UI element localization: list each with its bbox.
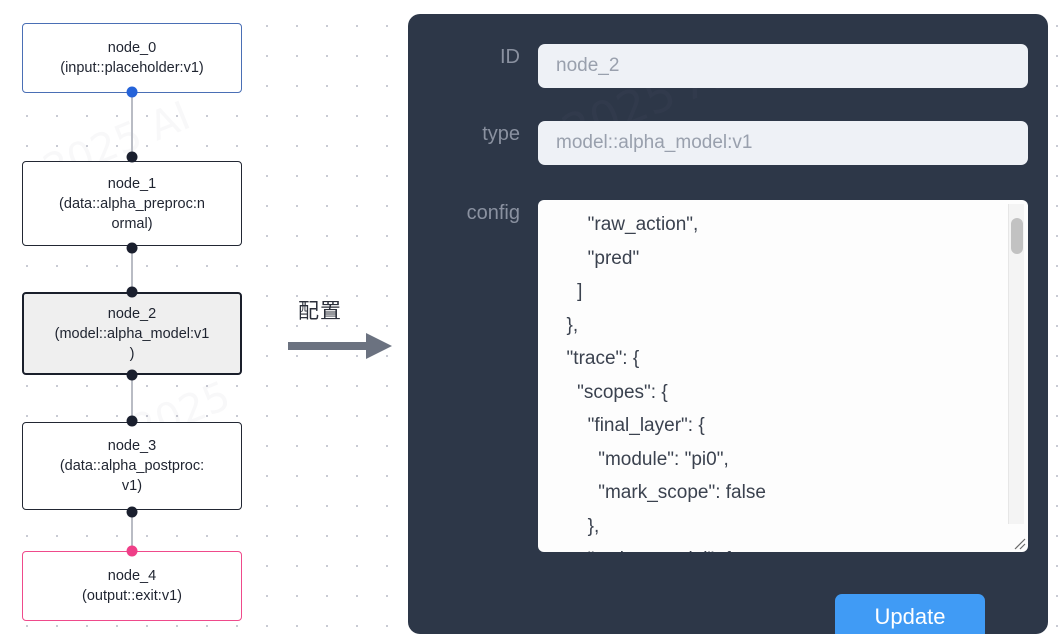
graph-node-node_1[interactable]: node_1(data::alpha_preproc:n ormal) — [22, 161, 242, 246]
resize-handle-icon[interactable] — [1010, 534, 1026, 550]
node-handle-out-node_3[interactable] — [126, 506, 138, 518]
graph-node-node_2[interactable]: node_2(model::alpha_model:v1 ) — [22, 292, 242, 375]
graph-node-label: node_2(model::alpha_model:v1 ) — [54, 305, 210, 362]
config-scrollbar-thumb[interactable] — [1011, 218, 1023, 254]
type-field-label: type — [482, 123, 520, 145]
arrow-label: 配置 — [298, 299, 342, 323]
node-handle-out-node_1[interactable] — [126, 242, 138, 254]
node-handle-out-node_2[interactable] — [126, 369, 138, 381]
graph-node-label: node_4(output::exit:v1) — [82, 568, 182, 604]
edge-0-1 — [131, 88, 133, 162]
type-input[interactable] — [538, 121, 1028, 165]
field-row-id: ID — [426, 44, 1028, 88]
node-handle-in-node_4[interactable] — [126, 545, 138, 557]
config-field-label: config — [466, 202, 520, 224]
edge-2-3 — [131, 373, 133, 423]
node-handle-out-node_0[interactable] — [126, 86, 138, 98]
node-handle-in-node_3[interactable] — [126, 415, 138, 427]
graph-node-node_3[interactable]: node_3(data::alpha_postproc: v1) — [22, 422, 242, 510]
graph-node-node_0[interactable]: node_0(input::placeholder:v1) — [22, 23, 242, 93]
update-button[interactable]: Update — [835, 594, 985, 634]
graph-node-node_4[interactable]: node_4(output::exit:v1) — [22, 551, 242, 621]
config-annotation-arrow: 配置 — [288, 295, 398, 365]
graph-node-label: node_3(data::alpha_postproc: v1) — [59, 438, 205, 494]
edge-3-4 — [131, 510, 133, 552]
edge-1-2 — [131, 245, 133, 295]
node-config-panel: 2025 AI AI 2025 ID type config "raw_acti… — [408, 14, 1048, 634]
graph-node-label: node_1(data::alpha_preproc:n ormal) — [59, 175, 205, 232]
graph-canvas[interactable]: 2025 AI AI 2025 node_0(input::placeholde… — [0, 0, 400, 643]
field-row-type: type — [426, 121, 1028, 165]
arrow-icon — [288, 333, 392, 364]
id-field-label: ID — [500, 46, 520, 68]
node-handle-in-node_2[interactable] — [126, 286, 138, 298]
field-row-config: config "raw_action", "pred" ] }, "trace"… — [426, 200, 1028, 552]
config-scrollbar[interactable] — [1008, 204, 1024, 524]
node-handle-in-node_1[interactable] — [126, 151, 138, 163]
config-editor: "raw_action", "pred" ] }, "trace": { "sc… — [538, 200, 1028, 552]
graph-node-label: node_0(input::placeholder:v1) — [60, 40, 204, 76]
config-textarea[interactable]: "raw_action", "pred" ] }, "trace": { "sc… — [538, 200, 1028, 552]
id-input[interactable] — [538, 44, 1028, 88]
